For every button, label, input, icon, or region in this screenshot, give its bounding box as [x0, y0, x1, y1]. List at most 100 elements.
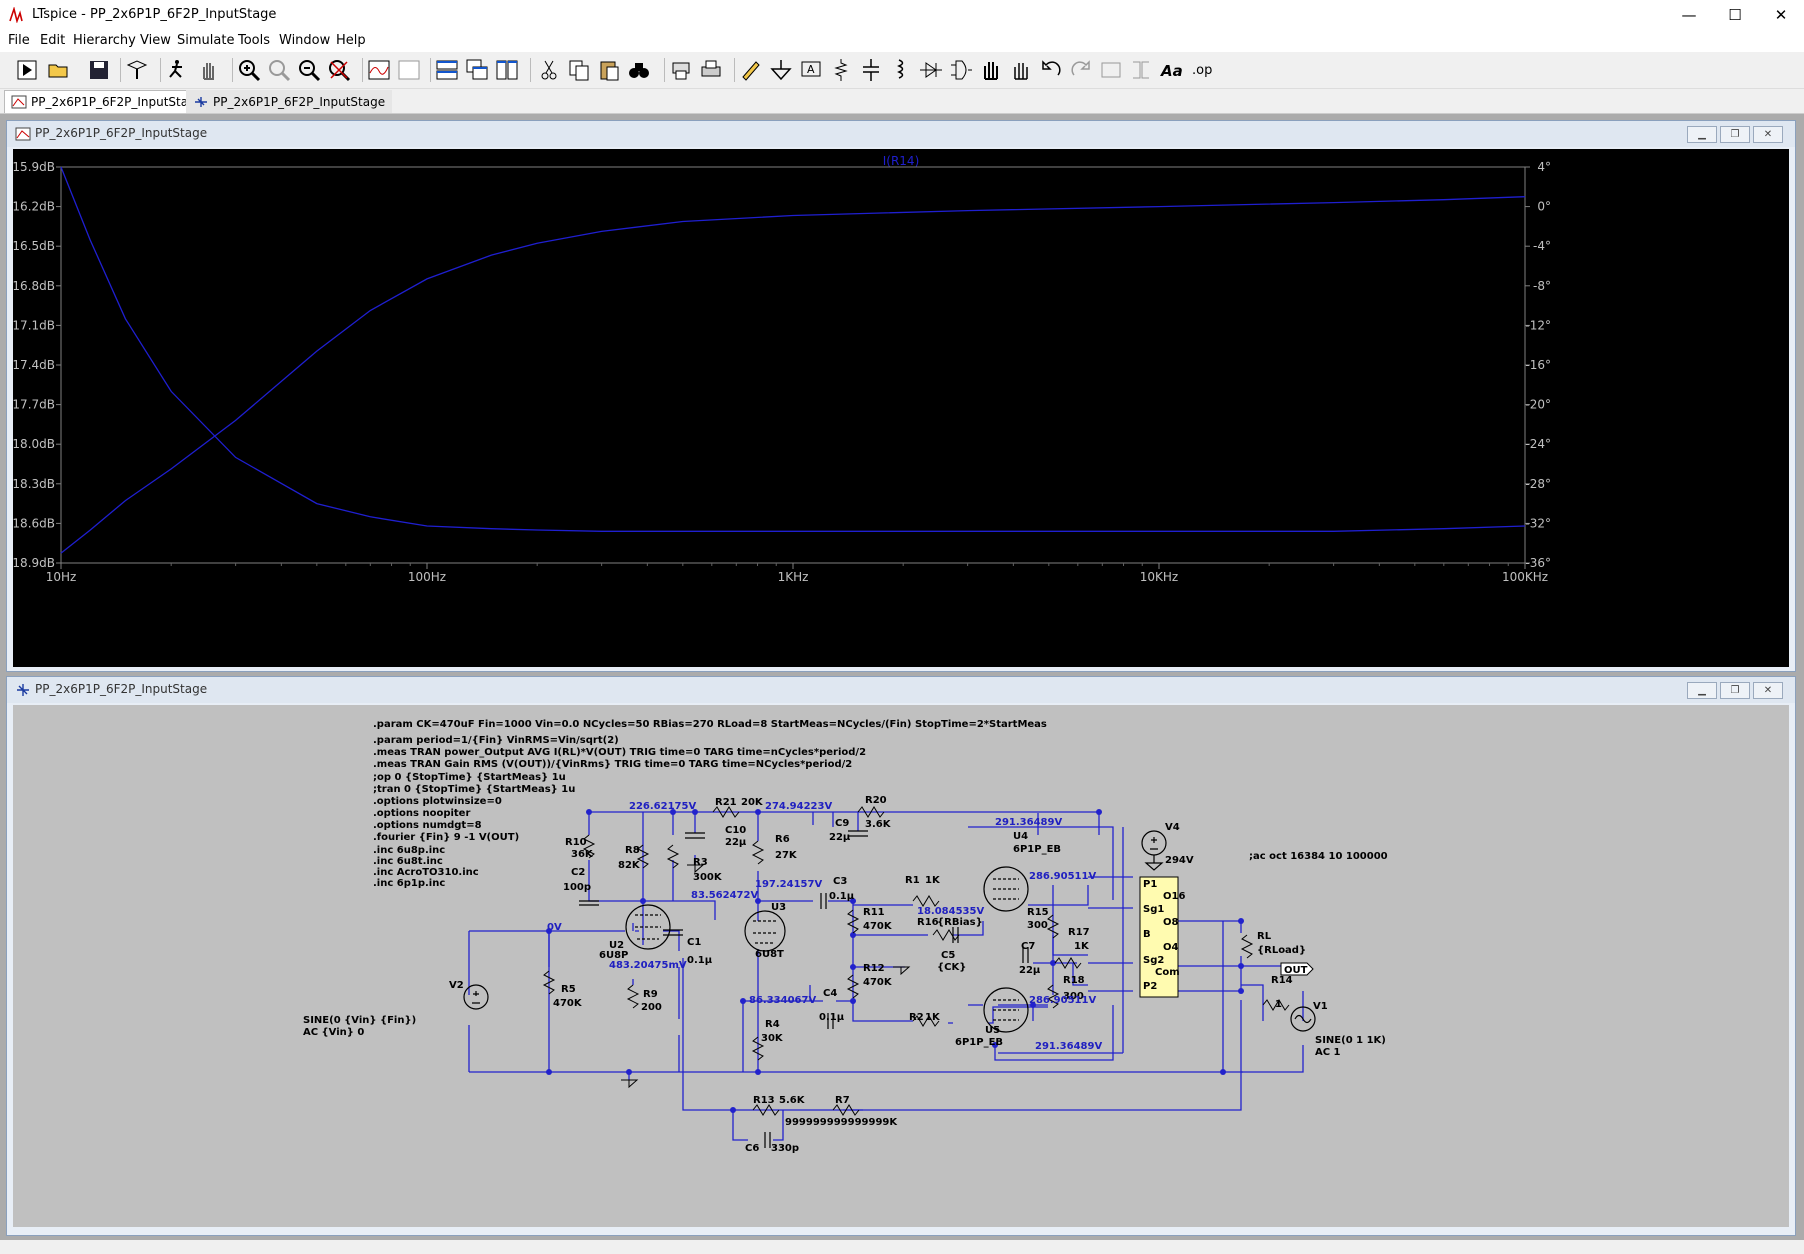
- tab-schematic-label: PP_2x6P1P_6F2P_InputStage: [213, 95, 386, 109]
- ground-symbol: [687, 864, 705, 874]
- menu-tools[interactable]: Tools: [238, 33, 271, 48]
- y-left-tick-label: -15.9dB: [13, 160, 55, 174]
- resistor-icon[interactable]: [828, 57, 854, 83]
- resistor-r17: [1054, 957, 1082, 969]
- output-transformer[interactable]: [1139, 876, 1179, 998]
- zoom-fit-icon[interactable]: [326, 57, 352, 83]
- capacitor-c5: [952, 927, 959, 943]
- label-transformer-sg1: Sg1: [1143, 904, 1164, 915]
- ac-directive[interactable]: ;ac oct 16384 10 100000: [1249, 851, 1388, 862]
- directive-line[interactable]: .inc 6u8t.inc: [373, 856, 443, 867]
- directive-line[interactable]: .meas TRAN Gain RMS (V(OUT))/{VinRms} TR…: [373, 759, 852, 770]
- label-transformer-p1: P1: [1143, 879, 1157, 890]
- close-button[interactable]: ✕: [1774, 6, 1788, 24]
- print-icon[interactable]: [698, 57, 724, 83]
- spice-directives[interactable]: .param CK=470uF Fin=1000 Vin=0.0 NCycles…: [373, 719, 1388, 889]
- zoom-pan-icon[interactable]: [266, 57, 292, 83]
- label-net-icon[interactable]: A: [798, 57, 824, 83]
- label-r8: R8: [625, 845, 640, 856]
- directive-line[interactable]: .param period=1/{Fin} VinRMS=Vin/sqrt(2): [373, 735, 619, 746]
- directive-line[interactable]: .fourier {Fin} 9 -1 V(OUT): [373, 832, 519, 843]
- label-c10-value: 22µ: [725, 837, 747, 848]
- menu-view[interactable]: View: [140, 33, 171, 48]
- cascade-windows-icon[interactable]: [464, 57, 490, 83]
- plot-pane[interactable]: I(R14) -15.9dB-16.2dB-16.5dB-16.8dB-17.1…: [8, 149, 1789, 667]
- waveform-icon[interactable]: [366, 57, 392, 83]
- mirror-icon[interactable]: [1128, 57, 1154, 83]
- run-figure-icon[interactable]: [164, 57, 190, 83]
- maximize-button[interactable]: ☐: [1728, 6, 1742, 24]
- directive-line[interactable]: .options noopiter: [373, 808, 470, 819]
- tab-waveform[interactable]: PP_2x6P1P_6F2P_InputStage: [4, 90, 211, 113]
- plot-minimize-button[interactable]: ▁: [1687, 126, 1717, 143]
- directive-line[interactable]: .meas TRAN power_Output AVG I(RL)*V(OUT)…: [373, 747, 866, 758]
- directive-line[interactable]: .inc 6p1p.inc: [373, 878, 445, 889]
- label-c1: C1: [687, 937, 701, 948]
- y-left-tick-label: -18.3dB: [13, 477, 55, 491]
- text-icon[interactable]: Aa: [1158, 57, 1184, 83]
- save-icon[interactable]: [86, 57, 112, 83]
- schematic-canvas[interactable]: .param CK=470uF Fin=1000 Vin=0.0 NCycles…: [13, 705, 1789, 1227]
- rotate-icon[interactable]: [1098, 57, 1124, 83]
- label-transformer-o16: O16: [1163, 891, 1185, 902]
- redo-icon[interactable]: [1068, 57, 1094, 83]
- inductor-icon[interactable]: [888, 57, 914, 83]
- x-tick-label: 100KHz: [1502, 570, 1548, 584]
- zoom-out-icon[interactable]: [296, 57, 322, 83]
- spice-directive-icon[interactable]: .op: [1188, 57, 1214, 83]
- menu-help[interactable]: Help: [336, 33, 366, 48]
- component-icon[interactable]: [948, 57, 974, 83]
- directive-line[interactable]: .param CK=470uF Fin=1000 Vin=0.0 NCycles…: [373, 719, 1047, 730]
- plot-restore-button[interactable]: ❐: [1720, 126, 1750, 143]
- schematic-minimize-button[interactable]: ▁: [1687, 682, 1717, 699]
- zoom-in-icon[interactable]: [236, 57, 262, 83]
- directive-line[interactable]: .inc AcroTO310.inc: [373, 867, 479, 878]
- schematic-restore-button[interactable]: ❐: [1720, 682, 1750, 699]
- directive-line[interactable]: .inc 6u8p.inc: [373, 845, 445, 856]
- bode-chart[interactable]: I(R14) -15.9dB-16.2dB-16.5dB-16.8dB-17.1…: [8, 149, 1789, 667]
- x-tick-label: 10Hz: [46, 570, 77, 584]
- out-net-label[interactable]: OUT: [1280, 962, 1314, 976]
- menu-file[interactable]: File: [8, 33, 30, 48]
- copy-icon[interactable]: [566, 57, 592, 83]
- print-preview-icon[interactable]: [668, 57, 694, 83]
- menu-simulate[interactable]: Simulate: [177, 33, 235, 48]
- ground-icon[interactable]: [768, 57, 794, 83]
- minimize-button[interactable]: —: [1681, 6, 1697, 24]
- paste-icon[interactable]: [596, 57, 622, 83]
- move-hand-icon[interactable]: [978, 57, 1004, 83]
- resistor-r12: [846, 974, 860, 999]
- label-u4-model: 6P1P_EB: [1013, 844, 1061, 855]
- y-right-tick-label: -24°: [1525, 437, 1551, 451]
- menu-window[interactable]: Window: [279, 33, 331, 48]
- run-icon[interactable]: [14, 57, 40, 83]
- schematic-close-button[interactable]: ✕: [1753, 682, 1783, 699]
- find-binoculars-icon[interactable]: [626, 57, 652, 83]
- directive-line[interactable]: .options numdgt=8: [373, 820, 482, 831]
- menu-hierarchy[interactable]: Hierarchy: [73, 33, 136, 48]
- directive-line[interactable]: .options plotwinsize=0: [373, 796, 502, 807]
- diode-icon[interactable]: [918, 57, 944, 83]
- add-plot-pane-icon[interactable]: [396, 57, 422, 83]
- pan-hand-icon[interactable]: [196, 57, 222, 83]
- ground-symbol: [621, 1079, 639, 1089]
- tile-vertical-icon[interactable]: [494, 57, 520, 83]
- resistor-r4: [751, 1036, 765, 1061]
- drag-hand-icon[interactable]: [1008, 57, 1034, 83]
- label-r3-value: 300K: [693, 872, 723, 883]
- directive-line[interactable]: ;op 0 {StopTime} {StartMeas} 1u: [373, 772, 566, 783]
- voltage-86: 86.334067V: [749, 995, 816, 1006]
- cut-icon[interactable]: [536, 57, 562, 83]
- menu-edit[interactable]: Edit: [40, 33, 66, 48]
- tile-horizontal-icon[interactable]: [434, 57, 460, 83]
- capacitor-icon[interactable]: [858, 57, 884, 83]
- control-panel-icon[interactable]: [124, 57, 150, 83]
- open-folder-icon[interactable]: [46, 57, 72, 83]
- undo-icon[interactable]: [1038, 57, 1064, 83]
- schematic-drawing[interactable]: .param CK=470uF Fin=1000 Vin=0.0 NCycles…: [13, 705, 1789, 1227]
- chart-title[interactable]: I(R14): [883, 154, 920, 168]
- draw-wire-pencil-icon[interactable]: [738, 57, 764, 83]
- tab-schematic[interactable]: PP_2x6P1P_6F2P_InputStage: [186, 90, 393, 113]
- plot-close-button[interactable]: ✕: [1753, 126, 1783, 143]
- directive-line[interactable]: ;tran 0 {StopTime} {StartMeas} 1u: [373, 784, 575, 795]
